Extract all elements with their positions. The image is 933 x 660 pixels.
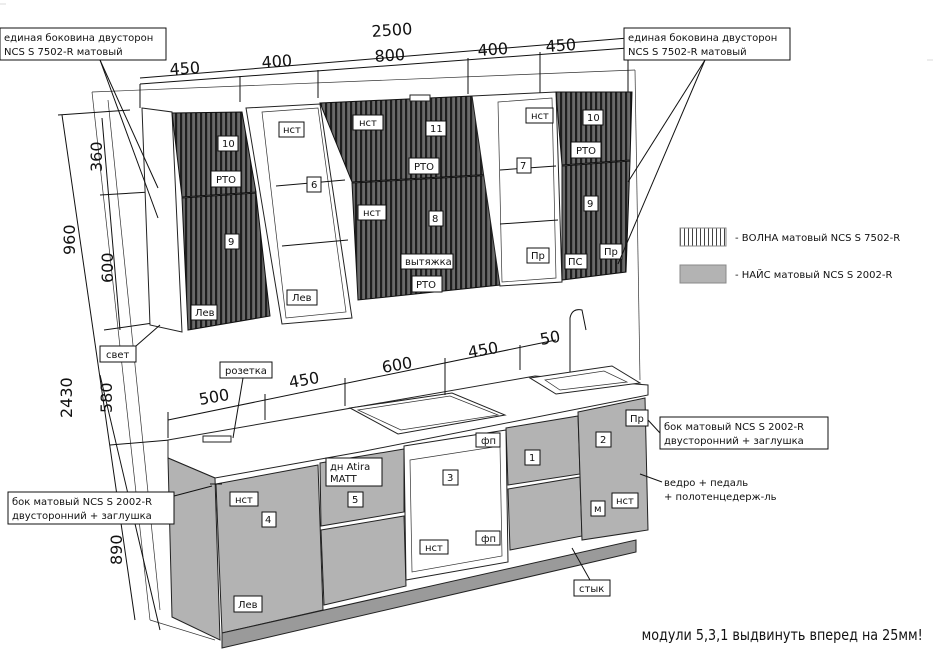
label-2: 2 — [600, 435, 606, 446]
dim-height-2430: 2430 — [57, 377, 76, 418]
sink — [528, 365, 642, 395]
dim-top-800: 800 — [374, 45, 406, 66]
legend: - ВОЛНА матовый NCS S 7502-R - НАЙС мато… — [679, 227, 900, 284]
label-9-left: 9 — [228, 237, 234, 248]
callout-bin-line-2: + полотенцедерж-ль — [664, 492, 777, 503]
label-pr-2: Пр — [604, 247, 618, 258]
label-rto-1: РТО — [216, 175, 236, 186]
dim-base-450-right: 450 — [466, 338, 499, 362]
label-nst-2: нст — [359, 118, 377, 129]
label-nst-7: нст — [616, 496, 634, 507]
drawer-1-bottom — [507, 476, 583, 551]
label-10-right: 10 — [587, 113, 600, 124]
callout-side-left-line-1: бок матовый NCS S 2002-R — [12, 497, 152, 508]
callout-right-line-2: NCS S 7502-R матовый — [628, 47, 747, 58]
label-11: 11 — [430, 124, 443, 135]
callout-joint: стык — [571, 547, 611, 597]
label-8: 8 — [432, 214, 438, 225]
dim-height-580: 580 — [97, 382, 116, 413]
wave-front-9-left — [181, 192, 271, 331]
callout-oven-line-1: дн Atira — [330, 462, 370, 473]
label-1: 1 — [529, 453, 535, 464]
label-lev-3: Лев — [238, 600, 258, 611]
dim-top-400-left: 400 — [261, 51, 293, 72]
callout-side-right-line-2: двусторонний + заглушка — [664, 436, 804, 447]
callout-light-text: свет — [106, 350, 130, 361]
label-pr-3: Пр — [630, 414, 644, 425]
callout-right-line-1: единая боковина двусторон — [628, 33, 777, 44]
callout-bin-line-1: ведро + педаль — [664, 478, 748, 489]
label-6: 6 — [311, 180, 317, 191]
callout-side-right: бок матовый NCS S 2002-R двусторонний + … — [647, 416, 829, 450]
label-3: 3 — [447, 473, 453, 484]
label-nst-1: нст — [283, 125, 301, 136]
callout-side-panel-left: единая боковина двусторон NCS S 7502-R м… — [0, 27, 167, 219]
callout-side-panel-right: единая боковина двусторон NCS S 7502-R м… — [617, 27, 791, 265]
upper-labels: нст нст нст нст 10 РТО 9 Лев 6 Лев 11 РТ… — [190, 107, 623, 321]
legend-wave-text: - ВОЛНА матовый NCS S 7502-R — [735, 233, 900, 244]
wave-front-11 — [319, 95, 497, 183]
label-5: 5 — [352, 495, 358, 506]
label-fp-2: фп — [481, 534, 496, 545]
label-hood: вытяжка — [405, 257, 452, 268]
callout-joint-text: стык — [579, 584, 604, 595]
callout-socket-text: розетка — [225, 366, 267, 377]
dim-base-450-left: 450 — [287, 368, 320, 392]
label-ps: ПС — [568, 257, 583, 268]
callout-oven-line-2: MATT — [330, 474, 358, 485]
dim-top-400-right: 400 — [477, 39, 509, 60]
label-4: 4 — [265, 515, 271, 526]
label-9-right: 9 — [587, 199, 593, 210]
door-4 — [215, 464, 324, 634]
label-10-left: 10 — [222, 139, 235, 150]
dim-height-960: 960 — [60, 224, 79, 255]
label-rto-3: РТО — [416, 280, 436, 291]
callout-oven: дн Atira MATT — [325, 457, 383, 487]
dim-base-600: 600 — [380, 353, 413, 377]
dim-base-50: 50 — [538, 327, 561, 349]
base-dimension-lines — [167, 339, 557, 438]
callout-side-left: бок матовый NCS S 2002-R двусторонний + … — [7, 485, 213, 525]
lower-labels: фп фп 1 2 Пр 3 нст 5 нст 4 Лев м нст — [229, 409, 649, 613]
label-m: м — [594, 504, 602, 515]
label-pr-1: Пр — [531, 251, 545, 262]
dim-total-width: 2500 — [371, 19, 413, 41]
legend-nice-text: - НАЙС матовый NCS S 2002-R — [735, 268, 892, 281]
label-nst-5: нст — [425, 543, 443, 554]
label-nst-4: нст — [531, 111, 549, 122]
drawer-1-top — [505, 415, 581, 486]
legend-swatch-wave — [679, 227, 727, 247]
callout-bin: ведро + педаль + полотенцедерж-ль — [639, 473, 777, 503]
background-grid-marks — [0, 3, 933, 61]
callout-left-line-2: NCS S 7502-R матовый — [4, 47, 123, 58]
label-nst-3: нст — [363, 208, 381, 219]
drawer-5-bottom — [320, 515, 407, 606]
dim-height-890: 890 — [107, 534, 126, 565]
cooktop — [348, 392, 507, 435]
label-rto-2: РТО — [414, 162, 434, 173]
footer-note: модули 5,3,1 выдвинуть вперед на 25мм! — [641, 626, 923, 644]
dim-height-600: 600 — [98, 252, 117, 283]
callout-side-left-line-2: двусторонний + заглушка — [12, 511, 152, 522]
countertop — [167, 309, 649, 479]
label-lev-1: Лев — [195, 308, 215, 319]
label-nst-6: нст — [235, 495, 253, 506]
legend-swatch-nice — [679, 264, 727, 284]
upper-cabinets — [141, 91, 633, 333]
label-lev-2: Лев — [292, 293, 312, 304]
callout-left-line-1: единая боковина двусторон — [4, 33, 153, 44]
dim-height-360: 360 — [87, 141, 106, 172]
callout-light: свет — [99, 324, 161, 363]
callout-socket: розетка — [219, 361, 273, 439]
label-rto-4: РТО — [576, 146, 596, 157]
faucet — [569, 309, 587, 372]
callout-side-right-line-1: бок матовый NCS S 2002-R — [664, 422, 804, 433]
dim-top-450-left: 450 — [169, 58, 201, 79]
dim-top-450-right: 450 — [545, 35, 577, 56]
label-fp-1: фп — [481, 436, 496, 447]
label-7: 7 — [520, 161, 526, 172]
dim-base-500: 500 — [197, 385, 230, 409]
